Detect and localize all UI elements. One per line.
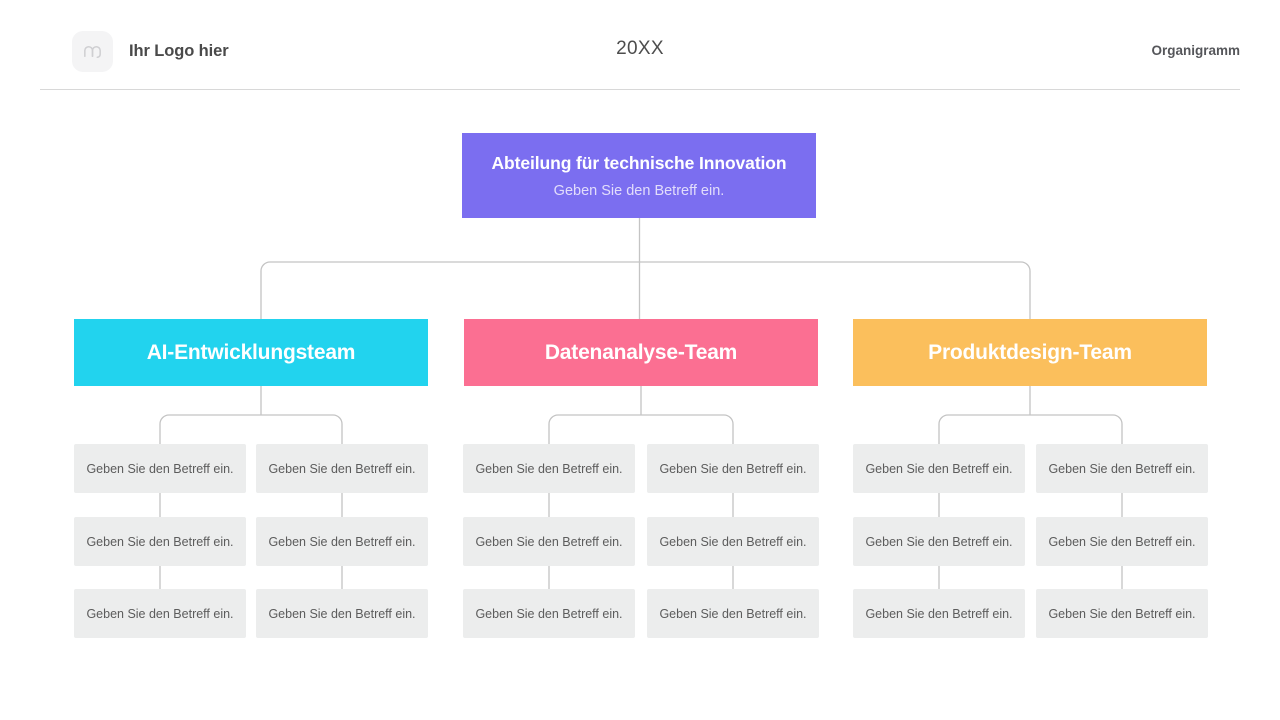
leaf-node[interactable]: Geben Sie den Betreff ein. (256, 589, 428, 638)
leaf-node-label: Geben Sie den Betreff ein. (86, 606, 234, 621)
leaf-node[interactable]: Geben Sie den Betreff ein. (647, 444, 819, 493)
page-header: Ihr Logo hier 20XX Organigramm (0, 0, 1280, 90)
team-node-product[interactable]: Produktdesign-Team (853, 319, 1207, 386)
leaf-node[interactable]: Geben Sie den Betreff ein. (256, 517, 428, 566)
leaf-node-label: Geben Sie den Betreff ein. (659, 534, 807, 549)
team-node-data[interactable]: Datenanalyse-Team (464, 319, 818, 386)
leaf-node[interactable]: Geben Sie den Betreff ein. (853, 589, 1025, 638)
leaf-node-label: Geben Sie den Betreff ein. (865, 461, 1013, 476)
leaf-node[interactable]: Geben Sie den Betreff ein. (1036, 517, 1208, 566)
leaf-node-label: Geben Sie den Betreff ein. (1048, 534, 1196, 549)
leaf-node[interactable]: Geben Sie den Betreff ein. (1036, 589, 1208, 638)
leaf-node-label: Geben Sie den Betreff ein. (865, 534, 1013, 549)
leaf-node[interactable]: Geben Sie den Betreff ein. (74, 444, 246, 493)
logo-group[interactable]: Ihr Logo hier (72, 31, 229, 72)
leaf-node-label: Geben Sie den Betreff ein. (268, 534, 416, 549)
team-node-label: Datenanalyse-Team (544, 340, 738, 364)
leaf-node[interactable]: Geben Sie den Betreff ein. (463, 444, 635, 493)
leaf-node[interactable]: Geben Sie den Betreff ein. (74, 517, 246, 566)
leaf-node[interactable]: Geben Sie den Betreff ein. (853, 444, 1025, 493)
leaf-node[interactable]: Geben Sie den Betreff ein. (256, 444, 428, 493)
abstract-arch-logo-icon (72, 31, 113, 72)
leaf-node[interactable]: Geben Sie den Betreff ein. (463, 589, 635, 638)
leaf-node-label: Geben Sie den Betreff ein. (475, 461, 623, 476)
leaf-node-label: Geben Sie den Betreff ein. (659, 461, 807, 476)
leaf-node-label: Geben Sie den Betreff ein. (1048, 461, 1196, 476)
team-node-label: Produktdesign-Team (928, 340, 1132, 364)
header-divider (40, 89, 1240, 90)
root-node[interactable]: Abteilung für technische Innovation Gebe… (462, 133, 816, 218)
team-node-label: AI-Entwicklungsteam (146, 340, 356, 364)
root-node-subtitle: Geben Sie den Betreff ein. (553, 182, 725, 199)
leaf-node-label: Geben Sie den Betreff ein. (865, 606, 1013, 621)
leaf-node[interactable]: Geben Sie den Betreff ein. (1036, 444, 1208, 493)
leaf-node-label: Geben Sie den Betreff ein. (475, 606, 623, 621)
leaf-node-label: Geben Sie den Betreff ein. (1048, 606, 1196, 621)
leaf-node[interactable]: Geben Sie den Betreff ein. (647, 517, 819, 566)
leaf-node[interactable]: Geben Sie den Betreff ein. (853, 517, 1025, 566)
leaf-node[interactable]: Geben Sie den Betreff ein. (647, 589, 819, 638)
header-year: 20XX (616, 38, 664, 59)
leaf-node-label: Geben Sie den Betreff ein. (268, 606, 416, 621)
leaf-node[interactable]: Geben Sie den Betreff ein. (74, 589, 246, 638)
root-node-title: Abteilung für technische Innovation (491, 152, 787, 173)
leaf-node-label: Geben Sie den Betreff ein. (86, 534, 234, 549)
leaf-node-label: Geben Sie den Betreff ein. (268, 461, 416, 476)
header-title-right: Organigramm (1151, 43, 1240, 58)
leaf-node[interactable]: Geben Sie den Betreff ein. (463, 517, 635, 566)
leaf-node-label: Geben Sie den Betreff ein. (86, 461, 234, 476)
team-node-ai[interactable]: AI-Entwicklungsteam (74, 319, 428, 386)
leaf-node-label: Geben Sie den Betreff ein. (475, 534, 623, 549)
leaf-node-label: Geben Sie den Betreff ein. (659, 606, 807, 621)
logo-text: Ihr Logo hier (129, 42, 229, 60)
